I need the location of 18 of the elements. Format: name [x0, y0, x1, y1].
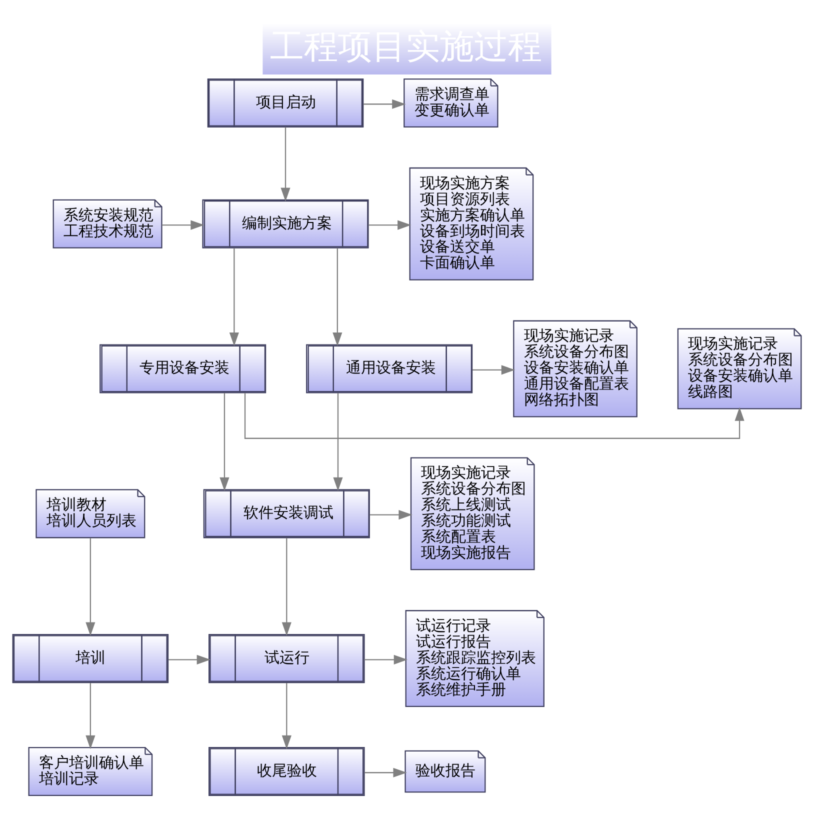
arrow: [86, 682, 96, 749]
arrow: [364, 654, 408, 664]
arrow: [280, 126, 290, 201]
arrow: [220, 392, 230, 491]
arrow: [229, 248, 239, 346]
arrow: [472, 364, 516, 374]
arrow: [244, 392, 744, 438]
arrow: [370, 510, 412, 520]
arrow: [368, 220, 412, 230]
arrow: [168, 654, 211, 664]
arrow: [282, 682, 292, 749]
arrow: [332, 248, 342, 346]
arrow: [282, 537, 292, 636]
arrow: [86, 537, 96, 636]
arrow: [333, 392, 343, 491]
arrow: [363, 98, 406, 108]
arrow: [162, 220, 204, 230]
arrow: [364, 767, 407, 777]
